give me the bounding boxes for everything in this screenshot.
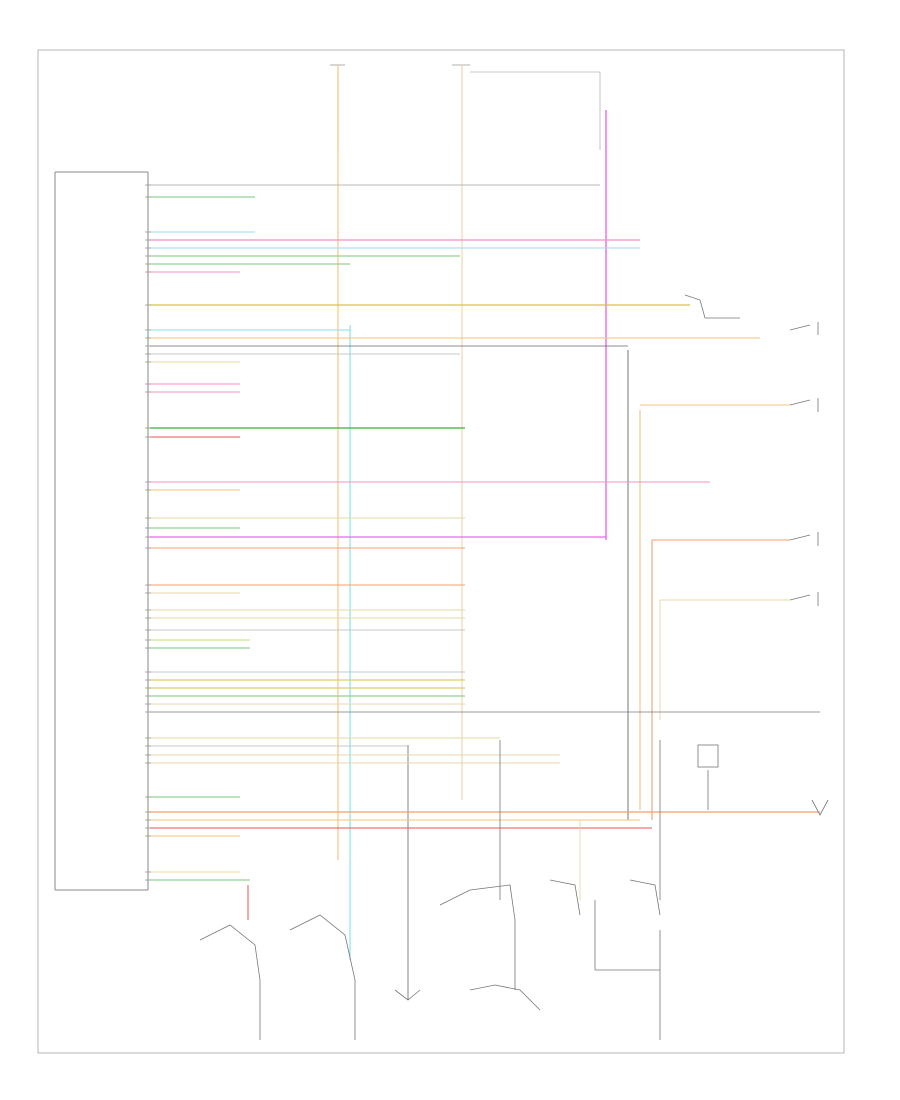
module-pin-ticks: [145, 184, 151, 881]
right-switch-symbols: [684, 294, 829, 816]
top-power-sources: [330, 64, 607, 540]
diagram-frame: [37, 49, 845, 1054]
vertical-feed-wires: [337, 150, 661, 1000]
bottom-switch-symbols: [199, 879, 661, 1040]
horizontal-wires: [150, 184, 820, 881]
right-side-wires: [247, 404, 790, 1040]
